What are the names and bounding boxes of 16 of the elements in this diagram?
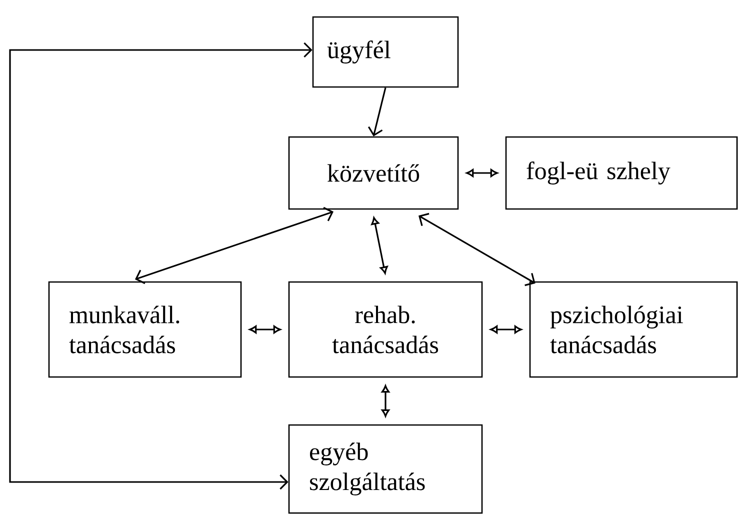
process-box: rehab. tanácsadás bbox=[288, 281, 483, 378]
arrow bbox=[135, 206, 334, 284]
process-box: fogl-eü szhely bbox=[505, 136, 738, 210]
arrow bbox=[466, 168, 498, 178]
process-box: közvetítő bbox=[288, 136, 459, 210]
arrow bbox=[371, 217, 388, 274]
arrow bbox=[9, 42, 312, 490]
process-box: ügyfél bbox=[312, 16, 459, 88]
process-box: egyéb szolgáltatás bbox=[288, 424, 483, 514]
process-box: pszichológiai tanácsadás bbox=[529, 281, 738, 378]
arrow bbox=[418, 212, 536, 286]
arrow bbox=[368, 87, 386, 136]
arrow bbox=[381, 385, 390, 417]
arrow bbox=[249, 325, 281, 334]
process-box: munkaváll. tanácsadás bbox=[48, 281, 242, 378]
arrow bbox=[490, 325, 522, 334]
